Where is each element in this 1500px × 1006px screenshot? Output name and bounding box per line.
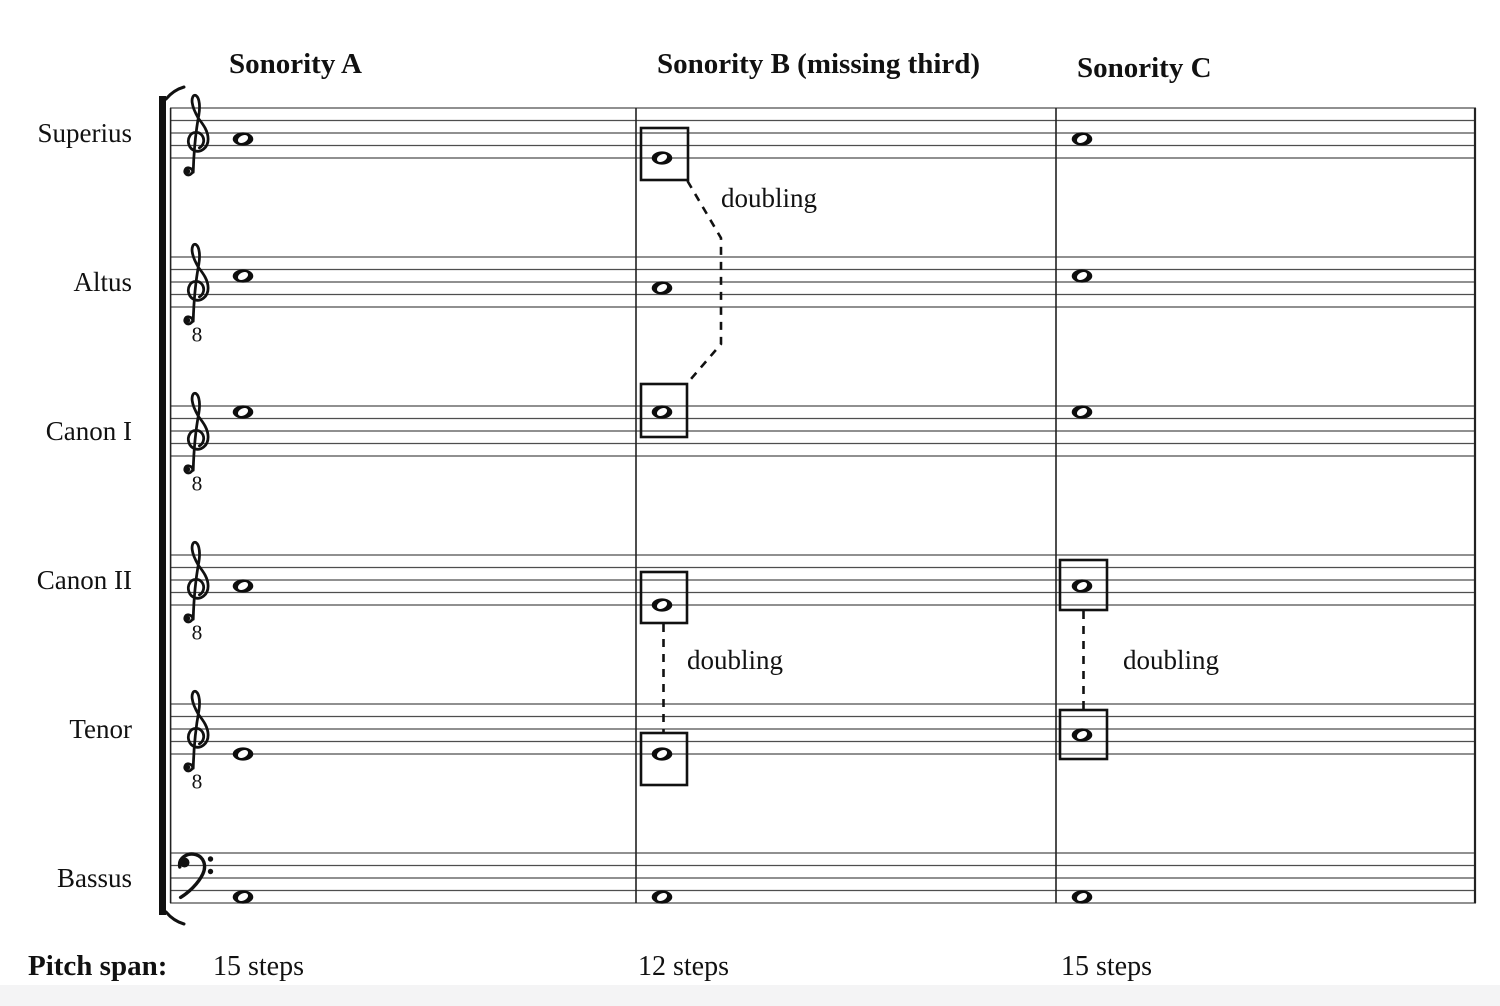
column-header-sonority-b: Sonority B (missing third) bbox=[657, 48, 981, 80]
doubling-box bbox=[1058, 708, 1109, 761]
footer-band bbox=[0, 985, 1500, 1006]
svg-text:8: 8 bbox=[192, 323, 203, 347]
pitch-span-value-a: 15 steps bbox=[213, 951, 304, 982]
whole-note bbox=[232, 132, 254, 146]
doubling-annotation-c: doubling bbox=[1123, 645, 1220, 675]
doubling-annotation-b-lower: doubling bbox=[687, 645, 784, 675]
whole-note bbox=[651, 890, 673, 904]
staff-lines bbox=[170, 256, 1476, 308]
pitch-span-label: Pitch span: bbox=[28, 950, 168, 982]
staff-label-canon-1: Canon I bbox=[45, 416, 132, 446]
treble-clef-icon bbox=[183, 93, 210, 177]
pitch-span-value-b: 12 steps bbox=[638, 951, 729, 982]
staff-lines bbox=[170, 703, 1476, 755]
staff-label-canon-2: Canon II bbox=[36, 565, 132, 595]
bass-clef-icon bbox=[177, 852, 214, 900]
treble-clef-octave-down-icon: 8 bbox=[183, 689, 210, 794]
staff-label-bassus: Bassus bbox=[56, 863, 132, 893]
whole-note bbox=[1071, 405, 1093, 419]
doubling-box bbox=[639, 570, 689, 625]
whole-note bbox=[651, 747, 673, 761]
whole-note bbox=[651, 281, 673, 295]
whole-note bbox=[1071, 728, 1093, 742]
doubling-annotation-b-upper: doubling bbox=[721, 183, 818, 213]
whole-note bbox=[232, 890, 254, 904]
whole-note bbox=[651, 598, 673, 612]
doubling-connector bbox=[686, 180, 723, 384]
staff-lines bbox=[170, 405, 1476, 457]
doubling-box bbox=[639, 126, 690, 182]
staff-lines bbox=[170, 554, 1476, 606]
treble-clef-octave-down-icon: 8 bbox=[183, 391, 210, 496]
doubling-box bbox=[639, 382, 689, 439]
doubling-box bbox=[1058, 558, 1109, 612]
whole-note bbox=[1071, 890, 1093, 904]
svg-text:8: 8 bbox=[192, 472, 203, 496]
column-header-sonority-c: Sonority C bbox=[1077, 52, 1212, 84]
whole-note bbox=[651, 151, 673, 165]
system-bracket bbox=[159, 85, 186, 926]
svg-text:8: 8 bbox=[192, 621, 203, 645]
column-header-sonority-a: Sonority A bbox=[229, 48, 362, 80]
staff-lines bbox=[170, 852, 1476, 904]
staff-label-tenor: Tenor bbox=[69, 714, 132, 744]
pitch-span-value-c: 15 steps bbox=[1061, 951, 1152, 982]
svg-text:8: 8 bbox=[192, 770, 203, 794]
treble-clef-octave-down-icon: 8 bbox=[183, 540, 210, 645]
staff-lines bbox=[170, 107, 1476, 159]
staff-label-superius: Superius bbox=[37, 118, 133, 148]
whole-note bbox=[651, 405, 673, 419]
whole-note bbox=[232, 405, 254, 419]
treble-clef-octave-down-icon: 8 bbox=[183, 242, 210, 347]
whole-note bbox=[1071, 132, 1093, 146]
whole-note bbox=[1071, 579, 1093, 593]
whole-note bbox=[232, 269, 254, 283]
staff-label-altus: Altus bbox=[73, 267, 132, 297]
whole-note bbox=[1071, 269, 1093, 283]
doubling-box bbox=[639, 731, 689, 787]
whole-note bbox=[232, 747, 254, 761]
whole-note bbox=[232, 579, 254, 593]
